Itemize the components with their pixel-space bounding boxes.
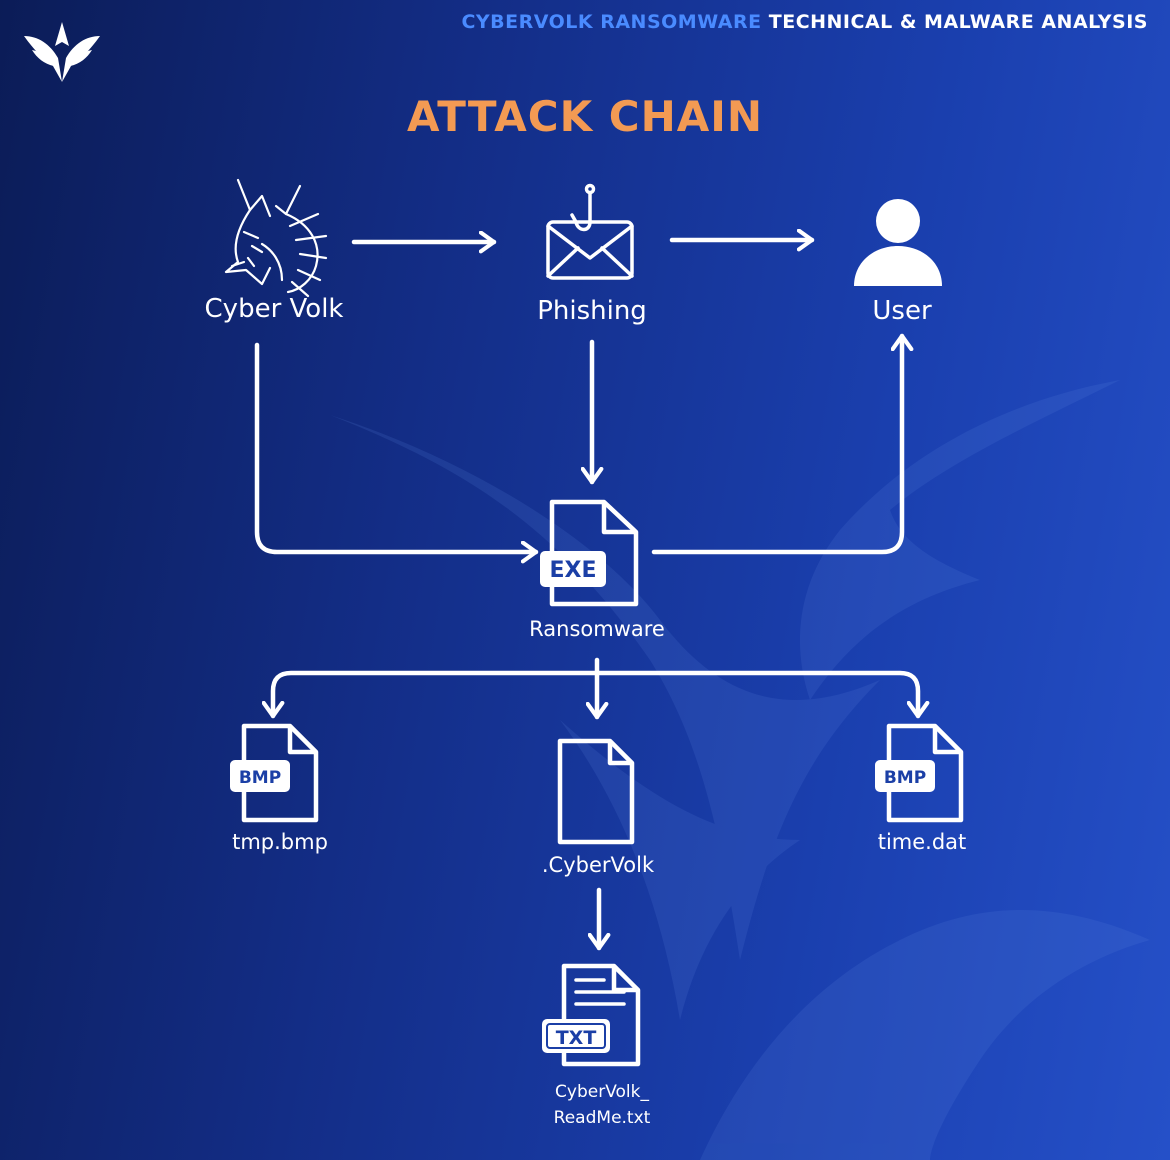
header-title-plain: TECHNICAL & MALWARE ANALYSIS: [768, 11, 1148, 33]
node-label-readme-line1: CyberVolk_: [555, 1082, 649, 1102]
header-title: CYBERVOLK RANSOMWARE TECHNICAL & MALWARE…: [461, 11, 1148, 33]
phishing-email-icon: [546, 183, 634, 280]
brand-logo: [24, 22, 100, 82]
txt-file-icon: TXT: [542, 963, 641, 1067]
edge-ransomware-to-time-dat: [594, 670, 918, 719]
tmp-bmp-tag: BMP: [239, 768, 281, 788]
user-icon: [854, 199, 942, 286]
exe-file-icon: EXE: [540, 499, 639, 607]
node-label-time-dat: time.dat: [877, 830, 967, 854]
node-label-readme: CyberVolk_ ReadMe.txt: [554, 1079, 651, 1131]
node-label-user: User: [872, 296, 932, 326]
node-label-tmp-bmp: tmp.bmp: [232, 830, 328, 854]
node-label-ransomware: Ransomware: [529, 617, 665, 641]
edge-ransomware-to-tmp-bmp: [273, 670, 600, 719]
node-label-cybervolk: Cyber Volk: [204, 294, 344, 324]
header-title-accent: CYBERVOLK RANSOMWARE: [461, 11, 762, 33]
edge-cybervolk-to-ransomware: [254, 342, 539, 552]
blank-file-icon: [557, 738, 635, 845]
tmp-bmp-file-icon: BMP: [230, 723, 319, 823]
node-label-cybervolk-ext: .CyberVolk: [541, 853, 655, 877]
exe-tag: EXE: [549, 558, 596, 583]
edge-ransomware-to-user: [651, 333, 902, 555]
wolf-icon: [224, 178, 328, 298]
node-label-phishing: Phishing: [537, 296, 647, 326]
time-dat-file-icon: BMP: [875, 723, 964, 823]
time-dat-tag: BMP: [884, 768, 926, 788]
diagram-title: ATTACK CHAIN: [407, 92, 763, 141]
node-label-readme-line2: ReadMe.txt: [553, 1108, 651, 1128]
txt-tag: TXT: [556, 1027, 597, 1049]
